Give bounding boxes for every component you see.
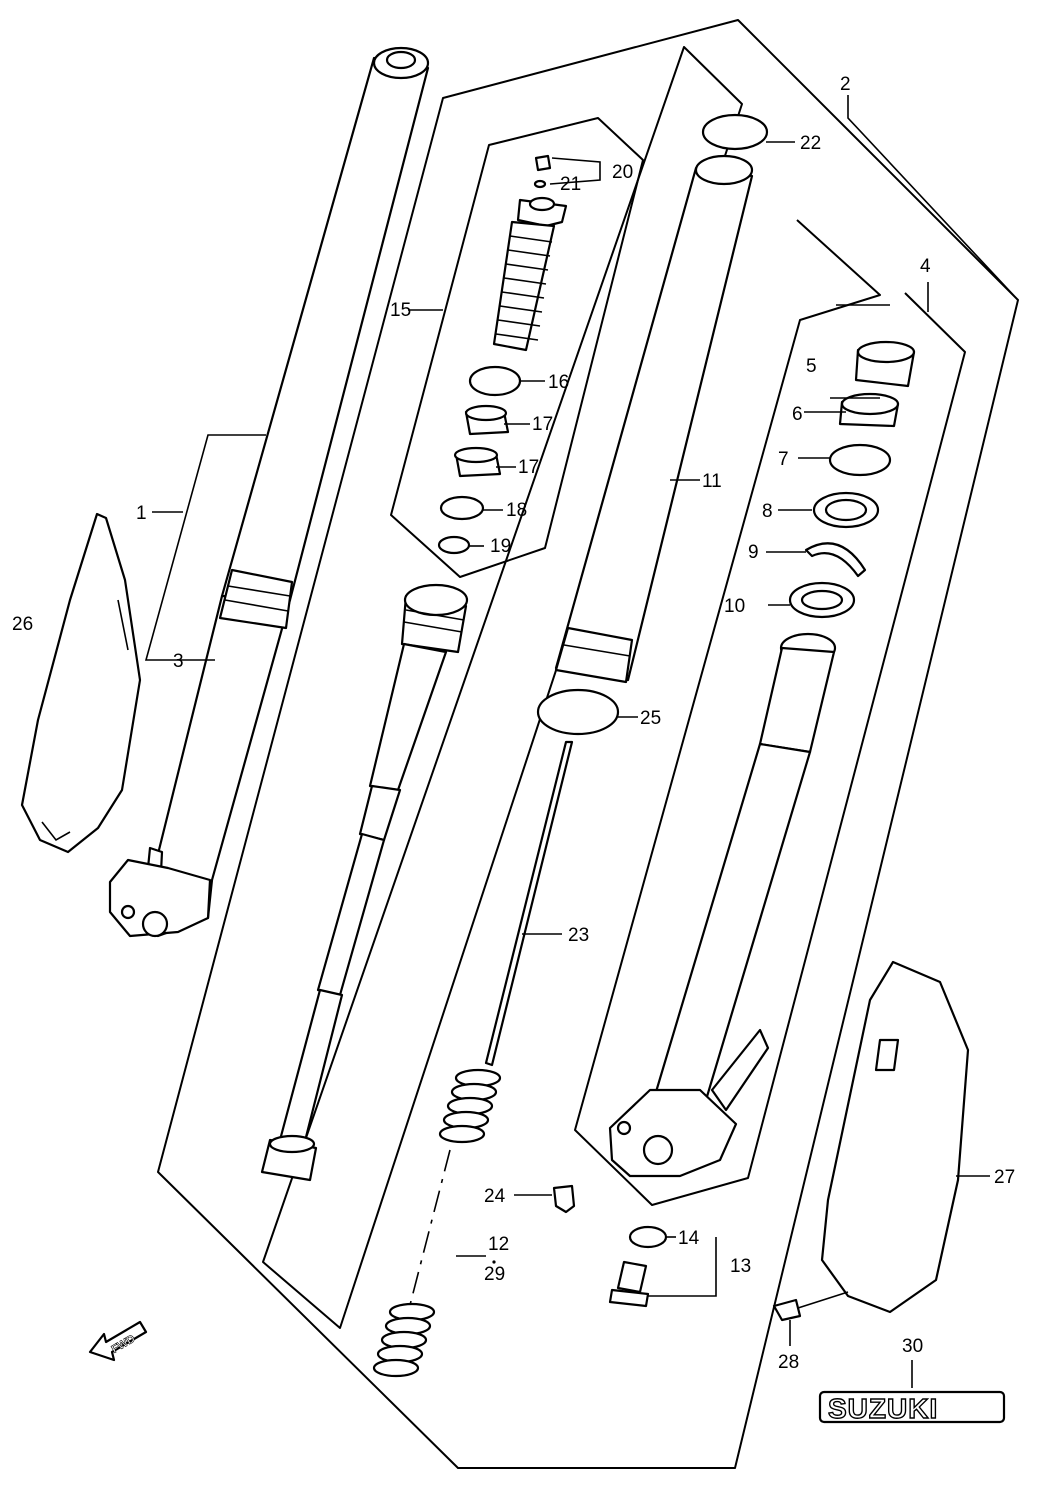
o-ring-14 (628, 1225, 668, 1249)
lower-tube-4 (608, 632, 837, 1178)
group-outline-4 (574, 219, 966, 1206)
o-ring-22 (701, 113, 769, 151)
callout-14: 14 (678, 1228, 700, 1249)
callout-22: 22 (800, 133, 821, 154)
callout-18: 18 (506, 500, 527, 521)
inner-tube-11 (554, 154, 754, 684)
fork-guard-27-clip (874, 1038, 900, 1072)
bolt-24 (552, 1184, 576, 1214)
callout-25: 25 (640, 708, 661, 729)
callout-15: 15 (390, 300, 411, 321)
spring-guide-rod-23 (484, 740, 574, 1067)
o-ring-25 (536, 688, 620, 736)
callout-24: 24 (484, 1186, 506, 1207)
callout-12: 12 (488, 1234, 509, 1255)
group-outline-2 (157, 19, 1019, 1469)
callout-17a: 17 (532, 414, 553, 435)
o-ring-16 (468, 365, 522, 397)
circlip-19 (437, 535, 471, 555)
callout-13: 13 (730, 1256, 751, 1277)
cap-bolt-13 (608, 1260, 650, 1308)
callout-23: 23 (568, 925, 589, 946)
callout-8: 8 (762, 501, 773, 522)
group-outline-11 (262, 46, 743, 1329)
fwd-arrow-icon: FWD (88, 1320, 148, 1362)
callout-20: 20 (612, 162, 633, 183)
fork-guard-26 (20, 512, 142, 854)
suzuki-emblem-30: SUZUKI (818, 1390, 1006, 1425)
callout-27: 27 (994, 1167, 1015, 1188)
callout-4: 4 (920, 256, 931, 277)
ring-18 (439, 495, 485, 521)
callout-21: 21 (560, 174, 581, 195)
callout-labels: 1 2 3 4 5 6 7 8 9 10 11 12 13 14 15 16 1… (12, 74, 1015, 1373)
callout-28: 28 (778, 1352, 799, 1373)
callout-11: 11 (702, 471, 722, 492)
callout-2: 2 (840, 74, 851, 95)
callout-26: 26 (12, 614, 33, 635)
callout-10: 10 (724, 596, 745, 617)
callout-3: 3 (173, 651, 184, 672)
callout-19: 19 (490, 536, 511, 557)
spring-29 (372, 1302, 436, 1378)
fork-guard-26-detail (41, 599, 129, 842)
callout-9: 9 (748, 542, 759, 563)
callout-29: 29 (484, 1264, 505, 1285)
group-outline-15 (390, 117, 644, 578)
bolt-28 (772, 1298, 802, 1322)
callout-6: 6 (792, 404, 803, 425)
dot-separator (492, 1260, 496, 1264)
cartridge-cylinder (260, 583, 469, 1182)
outer-tube-1 (108, 46, 430, 938)
leader-lines (144, 95, 1019, 1388)
callout-17b: 17 (518, 457, 539, 478)
fork-guard-27 (820, 960, 970, 1314)
callout-7: 7 (778, 449, 789, 470)
callout-5: 5 (806, 356, 817, 377)
damper-rod-assembly-15 (492, 154, 568, 352)
spring-continuation-line (409, 1149, 451, 1306)
callout-30: 30 (902, 1336, 923, 1357)
callout-1: 1 (136, 503, 147, 524)
washer-7 (828, 443, 892, 477)
callout-16: 16 (548, 372, 569, 393)
suzuki-logo-text: SUZUKI (828, 1393, 938, 1424)
stopper-ring-9 (804, 542, 867, 578)
spring-12 (438, 1068, 502, 1144)
